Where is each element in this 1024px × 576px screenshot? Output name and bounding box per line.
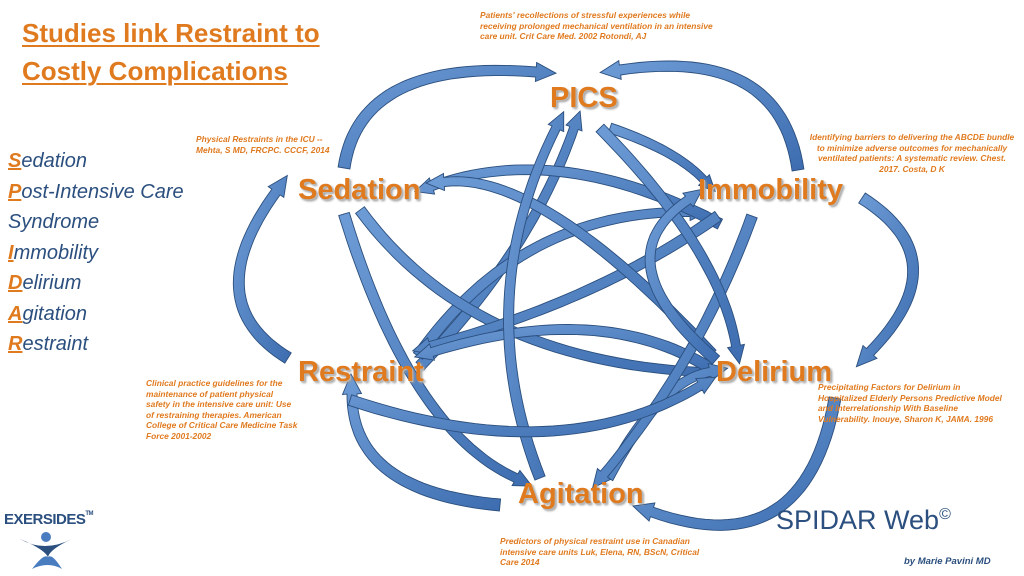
node-agitation: Agitation bbox=[518, 478, 644, 510]
acronym-line: Agitation bbox=[8, 299, 184, 330]
reference-pics: Patients' recollections of stressful exp… bbox=[480, 10, 713, 41]
arrow-delirium-to-immobility bbox=[644, 188, 721, 365]
exersides-logo-text: EXERSIDESTM bbox=[4, 511, 94, 528]
author-credit: by Marie Pavini MD bbox=[904, 556, 991, 567]
acronym-letter: A bbox=[8, 302, 23, 325]
arrow-delirium-to-restraint bbox=[413, 324, 714, 374]
slide-title-line-2: Costly Complications bbox=[22, 56, 288, 86]
acronym-letter: I bbox=[8, 241, 14, 264]
node-restraint: Restraint bbox=[298, 356, 424, 388]
slide-title: Studies link Restraint to Costly Complic… bbox=[22, 14, 320, 90]
arrow-delirium-to-sedation bbox=[424, 172, 717, 359]
node-sedation: Sedation bbox=[298, 174, 421, 206]
arrow-immobility-to-pics bbox=[599, 59, 805, 172]
arrow-agitation-to-restraint bbox=[341, 372, 502, 512]
node-pics: PICS bbox=[550, 82, 618, 114]
acronym-line: Syndrome bbox=[8, 207, 184, 238]
reference-restraint: Clinical practice guidelines for the mai… bbox=[146, 378, 298, 441]
node-delirium: Delirium bbox=[716, 356, 833, 388]
reference-delirium: Precipitating Factors for Delirium in Ho… bbox=[818, 382, 1002, 424]
arrow-sedation-to-pics bbox=[337, 61, 558, 170]
node-immobility: Immobility bbox=[698, 174, 844, 206]
acronym-line: Post-Intensive Care bbox=[8, 177, 184, 208]
arrow-agitation-to-pics bbox=[503, 110, 565, 481]
arrow-pics-to-immobility bbox=[607, 122, 716, 193]
acronym-list: Sedation Post-Intensive Care Syndrome Im… bbox=[8, 146, 184, 360]
acronym-line: Sedation bbox=[8, 146, 184, 177]
acronym-line: Delirium bbox=[8, 268, 184, 299]
slide-title-line-1: Studies link Restraint to bbox=[22, 18, 320, 48]
acronym-word: Syndrome bbox=[8, 211, 100, 233]
reference-immobility: Identifying barriers to delivering the A… bbox=[809, 132, 1015, 174]
arrow-immobility-to-agitation bbox=[591, 213, 758, 489]
spidar-web-title: SPIDAR Web© bbox=[776, 505, 951, 535]
arrow-restraint-to-delirium bbox=[347, 376, 717, 438]
acronym-word: elirium bbox=[22, 272, 82, 294]
acronym-word: edation bbox=[21, 150, 87, 172]
arrow-restraint-to-sedation bbox=[232, 174, 292, 364]
arrow-immobility-to-delirium bbox=[855, 192, 919, 368]
exersides-figure-icon bbox=[20, 532, 72, 569]
reference-agitation: Predictors of physical restraint use in … bbox=[500, 536, 700, 567]
acronym-word: mmobility bbox=[13, 241, 99, 264]
acronym-letter: R bbox=[8, 333, 23, 355]
acronym-line: Immobility bbox=[8, 238, 184, 269]
acronym-letter: S bbox=[8, 150, 22, 172]
exersides-logo: EXERSIDESTM bbox=[0, 505, 100, 575]
arrow-delirium-to-agitation bbox=[631, 396, 842, 531]
acronym-letter: D bbox=[8, 272, 23, 294]
acronym-line: Restraint bbox=[8, 329, 184, 360]
acronym-letter: P bbox=[8, 180, 22, 203]
reference-sedation: Physical Restraints in the ICU -- Mehta,… bbox=[196, 134, 330, 155]
acronym-word: gitation bbox=[22, 302, 87, 325]
acronym-word: ost-Intensive Care bbox=[21, 180, 184, 203]
acronym-word: estraint bbox=[22, 333, 89, 355]
arrow-sedation-to-agitation bbox=[338, 211, 533, 487]
